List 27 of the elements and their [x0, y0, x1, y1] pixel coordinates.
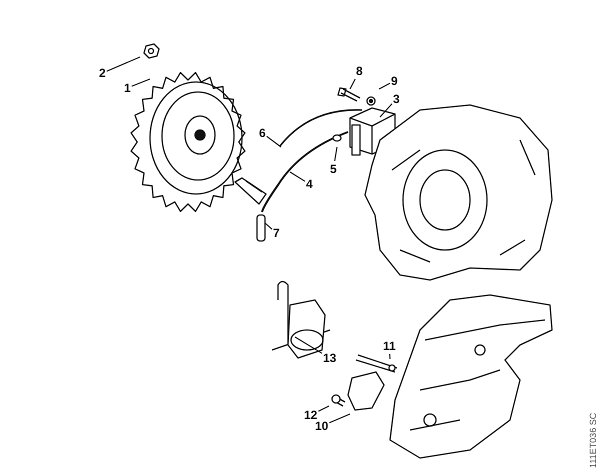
callout-number: 3: [393, 92, 400, 106]
callout-number: 9: [391, 74, 398, 88]
leader-line: [334, 146, 338, 162]
leader-line: [350, 78, 356, 90]
leader-line: [294, 336, 322, 354]
leader-line: [106, 56, 140, 72]
leader-line: [264, 222, 272, 230]
callout-number: 7: [273, 226, 280, 240]
callout-number: 10: [315, 419, 328, 433]
leader-line: [132, 78, 150, 87]
leader-line: [266, 136, 282, 148]
leader-line: [318, 406, 330, 412]
callout-number: 11: [383, 339, 396, 353]
callout-number: 5: [330, 162, 337, 176]
leader-line: [329, 414, 350, 424]
leader-line: [389, 354, 391, 360]
leader-line: [378, 82, 390, 90]
callout-number: 12: [304, 408, 318, 422]
callout-number: 4: [306, 177, 313, 191]
leader-line: [290, 172, 306, 182]
callout-number: 1: [124, 81, 131, 95]
drawing-code: 111ET036 SC: [588, 412, 598, 468]
callout-number: 2: [99, 66, 106, 80]
leader-line: [380, 103, 392, 118]
callout-number: 8: [356, 64, 363, 78]
callout-number: 13: [323, 351, 336, 365]
callout-number: 6: [259, 126, 266, 140]
